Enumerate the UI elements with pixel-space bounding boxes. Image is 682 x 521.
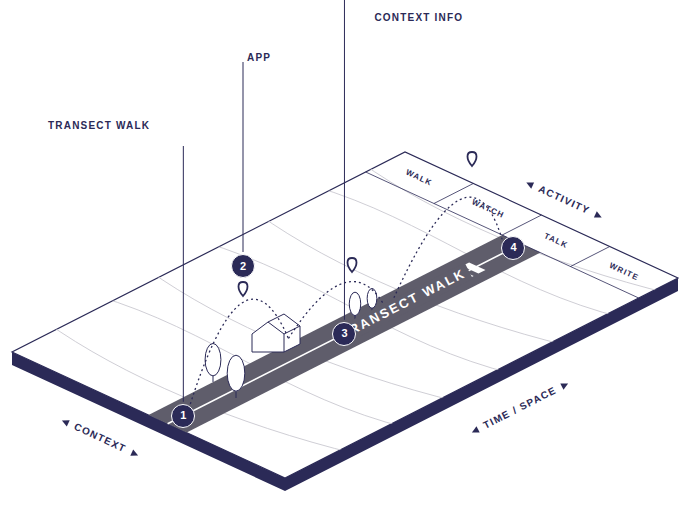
callout-number: 2	[240, 261, 246, 272]
axis-arrowhead	[62, 420, 70, 426]
map-pin	[468, 152, 477, 166]
callout-number: 1	[180, 410, 186, 421]
ground-plane	[12, 152, 678, 478]
tree-icon	[205, 343, 221, 382]
tree-icon	[227, 355, 245, 398]
step-marker: 2	[231, 254, 255, 278]
contour-lines	[46, 162, 672, 455]
step-marker: 1	[171, 404, 195, 428]
map-pin	[348, 258, 357, 272]
axis-arrowhead	[472, 426, 480, 432]
callout-label: TRANSECT WALK	[48, 120, 150, 132]
leader-line	[344, 0, 345, 320]
callout-number: 4	[510, 242, 516, 253]
hop-arc	[187, 299, 288, 414]
activity-table	[366, 172, 639, 298]
map-pin	[239, 282, 248, 296]
axis-arrowhead	[130, 450, 138, 456]
axis-arrowhead	[594, 211, 602, 217]
axis-arrowhead	[526, 182, 534, 188]
callout-number: 3	[341, 328, 347, 339]
axis-label: TIME / SPACE	[481, 384, 558, 431]
axis-arrowhead	[560, 384, 568, 390]
leader-line	[183, 146, 184, 402]
leader-line	[243, 62, 244, 252]
callout-label: APP	[247, 52, 271, 64]
callout-label: CONTEXT INFO	[374, 12, 463, 24]
axis-label: CONTEXT	[72, 421, 128, 455]
axis-label: ACTIVITY	[536, 183, 591, 217]
